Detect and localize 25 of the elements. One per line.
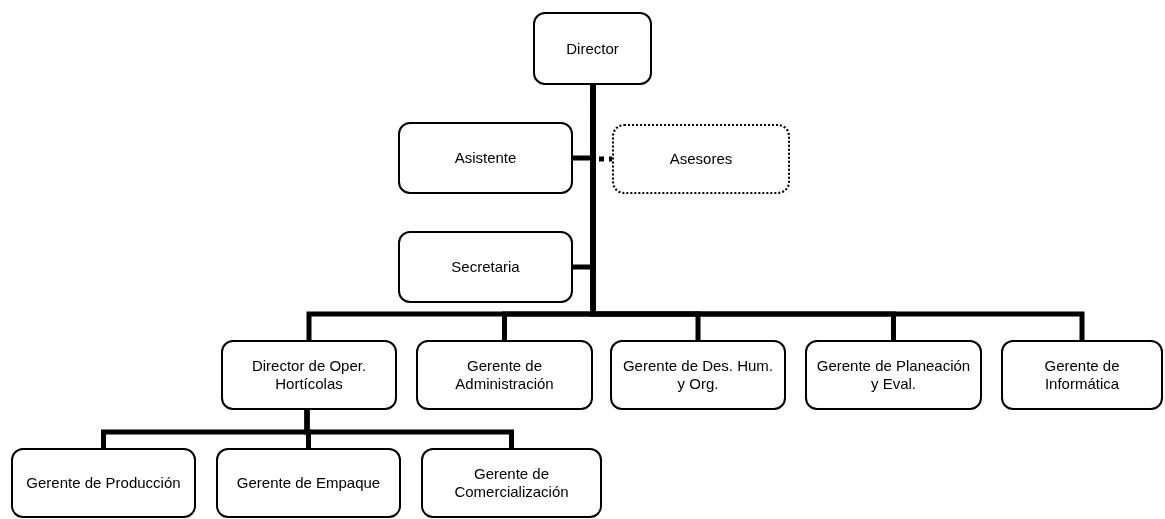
org-box xyxy=(221,340,397,410)
org-box xyxy=(610,340,786,410)
role-title: Director xyxy=(566,39,619,58)
org-box xyxy=(416,340,593,410)
role-title: Asesores xyxy=(669,150,733,168)
org-box xyxy=(1001,340,1163,410)
role-title: Gerente de Planeación y Eval. xyxy=(815,357,972,393)
role-title: Secretaria xyxy=(451,258,520,276)
role-title: Gerente de Comercialización xyxy=(453,465,570,501)
connector-line xyxy=(304,410,514,448)
role-title: Asistente xyxy=(454,149,517,167)
role-title: Gerente de Informática xyxy=(1043,357,1121,393)
org-box xyxy=(398,122,573,194)
org-box xyxy=(421,448,602,518)
role-title: Gerente de Empaque xyxy=(236,474,381,492)
org-box xyxy=(398,231,573,303)
role-title: Gerente de Producción xyxy=(26,474,181,492)
org-box xyxy=(11,448,196,518)
role-title: Gerente de Des. Hum. y Org. xyxy=(621,357,775,393)
org-box xyxy=(612,124,790,194)
org-box xyxy=(805,340,982,410)
role-title: Gerente de Administración xyxy=(454,357,555,393)
role-title: Director de Oper. Hortícolas xyxy=(250,357,368,393)
org-box xyxy=(533,12,652,85)
org-box xyxy=(216,448,401,518)
